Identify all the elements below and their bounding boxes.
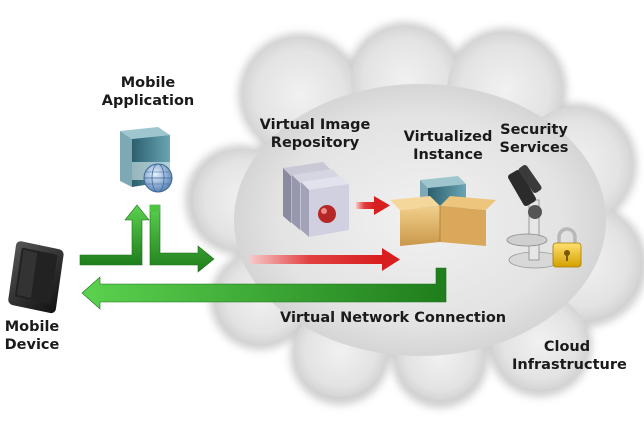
label-cloud-infrastructure: Cloud Infrastructure <box>512 339 627 373</box>
padlock-icon <box>552 227 582 268</box>
label-mobile-application: Mobile Application <box>101 75 195 109</box>
microscope-icon <box>506 165 562 269</box>
label-virtualized-instance: Virtualized Instance <box>403 129 493 163</box>
label-virtual-image-repository: Virtual Image Repository <box>259 117 371 151</box>
disk-stack-icon <box>283 162 349 237</box>
red-arrow-repository-to-instance <box>356 196 390 215</box>
cloud-icon <box>185 22 644 408</box>
green-arrow-application-to-cloud <box>149 204 215 273</box>
smartphone-icon <box>8 241 64 314</box>
green-arrow-network-connection <box>81 267 447 310</box>
red-arrow-to-instance <box>250 248 400 271</box>
label-security-services: Security Services <box>499 122 569 156</box>
label-virtual-network-connection: Virtual Network Connection <box>280 310 507 326</box>
green-arrow-device-to-application <box>79 204 150 266</box>
open-box-icon <box>390 176 496 246</box>
label-mobile-device: Mobile Device <box>4 319 60 353</box>
globe-icon <box>143 163 173 193</box>
